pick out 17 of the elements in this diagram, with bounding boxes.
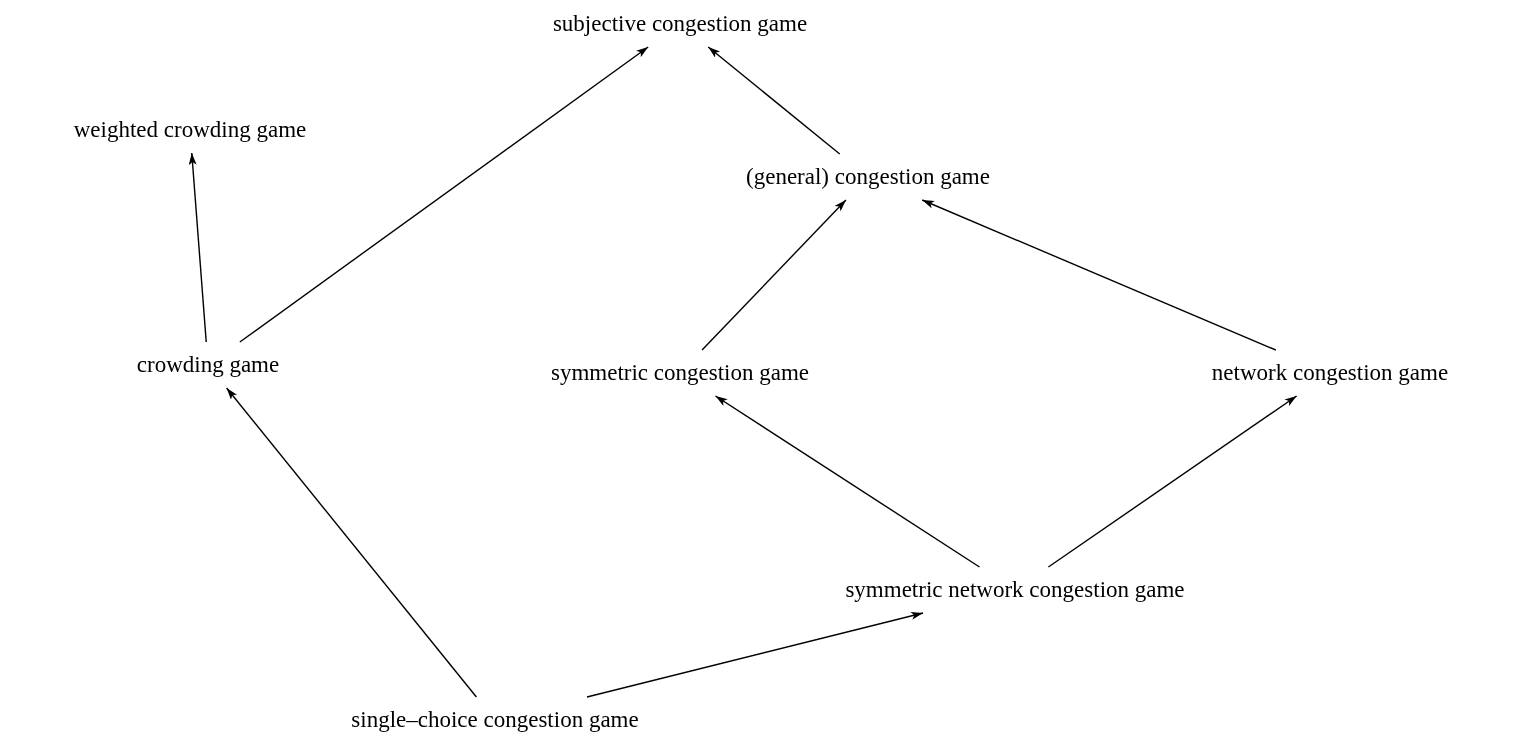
node-label: (general) congestion game (734, 154, 1002, 200)
arrow (714, 395, 981, 568)
arrow (1047, 395, 1298, 568)
arrow (586, 612, 924, 698)
arrow (701, 199, 847, 351)
arrow (188, 152, 207, 343)
node-label: single–choice congestion game (339, 697, 651, 739)
node-label: subjective congestion game (540, 1, 820, 47)
node-label: network congestion game (1199, 350, 1461, 396)
arrow (707, 46, 841, 155)
arrow (239, 46, 649, 343)
node-label: crowding game (124, 342, 292, 388)
node-label: symmetric congestion game (539, 350, 821, 396)
arrow (225, 387, 478, 698)
node-label: weighted crowding game (61, 107, 319, 153)
arrow (921, 199, 1277, 351)
node-label: symmetric network congestion game (833, 567, 1197, 613)
